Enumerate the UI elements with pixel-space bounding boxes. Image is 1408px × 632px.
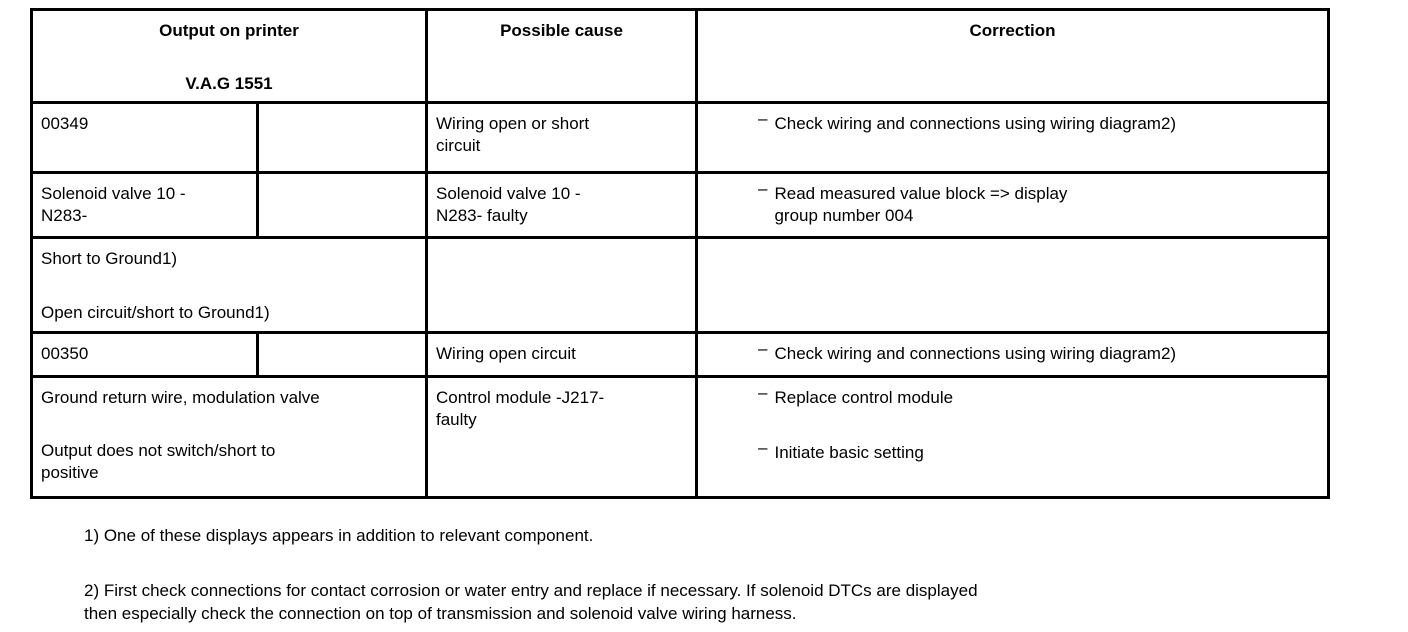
dash-marker: – [758, 383, 768, 402]
empty-cell [695, 236, 1330, 334]
table-row: 00349 Wiring open or short circuit – Che… [30, 101, 1330, 174]
description-line: Output does not switch/short to positive [41, 441, 276, 482]
dash-marker: – [758, 438, 768, 457]
header-output-line1: Output on printer [159, 21, 299, 40]
description-line: Open circuit/short to Ground1) [41, 303, 270, 322]
correction-text: Replace control module [774, 388, 954, 407]
correction-item: – Initiate basic setting [706, 438, 1319, 464]
table-row: Short to Ground1) Open circuit/short to … [30, 236, 1330, 334]
dtc-table: Output on printer V.A.G 1551 Possible ca… [30, 8, 1330, 499]
correction-text: Check wiring and connections using wirin… [774, 344, 1177, 363]
correction-cell: – Replace control module – Initiate basi… [695, 375, 1330, 499]
code-cell: 00350 [30, 331, 259, 378]
correction-cell: – Read measured value block => display g… [695, 171, 1330, 239]
description-line: Short to Ground1) [41, 249, 178, 268]
header-possible-cause: Possible cause [425, 8, 698, 104]
cause-cell: Solenoid valve 10 - N283- faulty [425, 171, 698, 239]
header-output-on-printer: Output on printer V.A.G 1551 [30, 8, 428, 104]
empty-cell [256, 171, 428, 239]
description-line: Ground return wire, modulation valve [41, 388, 320, 407]
correction-cell: – Check wiring and connections using wir… [695, 101, 1330, 174]
dash-marker: – [758, 109, 768, 128]
header-correction: Correction [695, 8, 1330, 104]
table-row: Solenoid valve 10 - N283- Solenoid valve… [30, 171, 1330, 239]
table-row: Ground return wire, modulation valve Out… [30, 375, 1330, 499]
empty-cell [256, 101, 428, 174]
correction-text: Initiate basic setting [774, 443, 924, 462]
footnotes: 1) One of these displays appears in addi… [84, 524, 1344, 625]
footnote-2: 2) First check connections for contact c… [84, 581, 978, 623]
correction-text: Check wiring and connections using wirin… [774, 114, 1177, 133]
correction-item: – Replace control module [706, 383, 1319, 409]
description-cell: Short to Ground1) Open circuit/short to … [30, 236, 428, 334]
footnote-1: 1) One of these displays appears in addi… [84, 526, 594, 545]
correction-cell: – Check wiring and connections using wir… [695, 331, 1330, 378]
empty-cell [425, 236, 698, 334]
dash-marker: – [758, 179, 768, 198]
code-cell: Solenoid valve 10 - N283- [30, 171, 259, 239]
correction-item: – Check wiring and connections using wir… [706, 339, 1319, 365]
empty-cell [256, 331, 428, 378]
table-row: 00350 Wiring open circuit – Check wiring… [30, 331, 1330, 378]
cause-cell: Control module -J217- faulty [425, 375, 698, 499]
correction-item: – Read measured value block => display g… [706, 179, 1319, 227]
cause-cell: Wiring open or short circuit [425, 101, 698, 174]
correction-item: – Check wiring and connections using wir… [706, 109, 1319, 135]
code-cell: 00349 [30, 101, 259, 174]
header-vag-1551: V.A.G 1551 [185, 74, 273, 93]
dash-marker: – [758, 339, 768, 358]
cause-cell: Wiring open circuit [425, 331, 698, 378]
description-cell: Ground return wire, modulation valve Out… [30, 375, 428, 499]
correction-text: Read measured value block => display gro… [774, 184, 1068, 225]
table-header-row: Output on printer V.A.G 1551 Possible ca… [30, 8, 1330, 104]
